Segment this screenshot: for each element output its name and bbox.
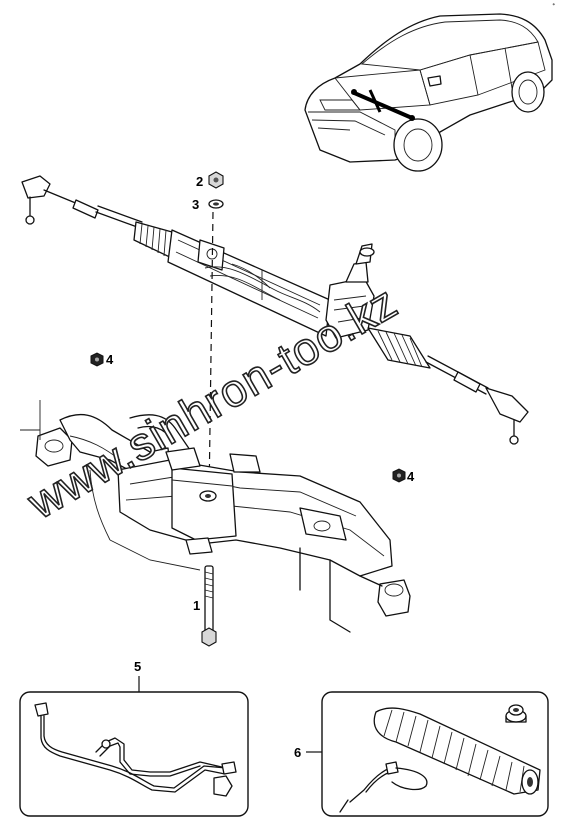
nut-part-2 — [208, 171, 224, 189]
callout-1: 1 — [193, 598, 200, 613]
boot-kit-part-6 — [339, 704, 541, 813]
corner-mark: ᐩ — [552, 1, 556, 11]
callout-3: 3 — [192, 197, 199, 212]
bolt-part-1 — [201, 565, 217, 647]
pipe-kit-box — [19, 691, 249, 817]
callout-4-right: 4 — [407, 469, 415, 484]
callout-6: 6 — [294, 745, 301, 760]
steering-rack-assembly — [21, 175, 529, 445]
washer-part-3 — [208, 199, 224, 209]
callout-2: 2 — [196, 174, 203, 189]
vehicle-location-illustration — [304, 13, 553, 172]
front-subframe — [20, 400, 411, 633]
callout-5: 5 — [134, 659, 141, 674]
callout-4-left: 4 — [106, 352, 114, 367]
nut-part-4-right — [392, 468, 406, 483]
nut-part-4-left — [90, 352, 104, 367]
pipe-kit-part-5 — [34, 702, 237, 797]
